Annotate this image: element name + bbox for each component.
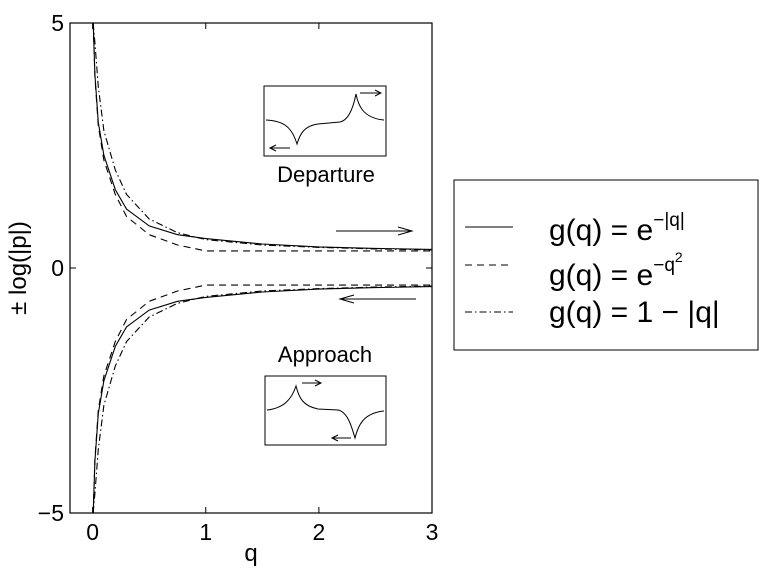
legend-entry-3: g(q) = 1 − |q|: [549, 296, 720, 329]
x-tick-label: 3: [426, 519, 439, 545]
series-dashdot-upper-line: [92, 22, 433, 251]
departure-label: Departure: [277, 162, 375, 187]
series-dashed-lower-line: [92, 284, 432, 514]
series-dashed-upper-line: [92, 22, 432, 252]
approach-inset: [264, 375, 387, 446]
legend: g(q) = e−|q| g(q) = e−q2 g(q) = 1 − |q|: [453, 179, 759, 351]
x-axis-label: q: [244, 540, 257, 567]
legend-entry-1: g(q) = e−|q|: [549, 210, 685, 247]
y-tick-label: 0: [51, 255, 64, 281]
series-dashdot-lower-line: [92, 285, 433, 514]
approach-label: Approach: [278, 342, 372, 367]
x-tick-label: 1: [199, 519, 212, 545]
legend-entry-2: g(q) = e−q2: [549, 249, 683, 292]
arrow-left: [338, 294, 416, 304]
x-tick-label: 2: [312, 519, 325, 545]
series-layer: [92, 22, 433, 514]
departure-inset: [263, 85, 387, 157]
y-tick-label: −5: [38, 500, 64, 526]
arrow-right: [336, 226, 414, 236]
y-axis-label: ± log(|p|): [5, 221, 32, 315]
y-tick-label: 5: [51, 10, 64, 36]
axis-ticks: 0 1 2 3 −5 0 5: [38, 10, 439, 545]
x-tick-label: 0: [86, 519, 99, 545]
